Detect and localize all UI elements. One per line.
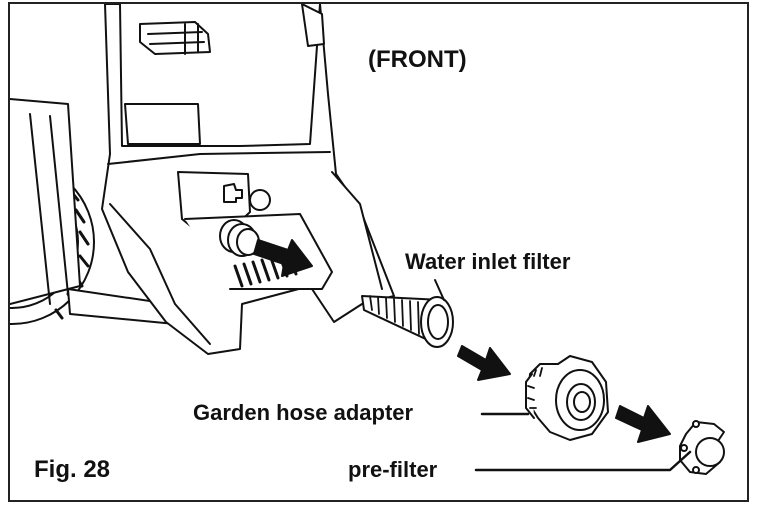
arrow-2	[457, 345, 511, 381]
garden-hose-adapter-label: Garden hose adapter	[193, 400, 414, 425]
leader-prefilter	[474, 450, 692, 472]
figure-caption: Fig. 28	[34, 456, 111, 483]
water-inlet-filter-label: Water inlet filter	[405, 249, 571, 274]
view-label: (FRONT)	[368, 46, 467, 73]
garden-hose-adapter	[525, 355, 609, 441]
pressure-washer-body	[101, 4, 395, 355]
illustration	[10, 4, 725, 475]
water-inlet-filter	[361, 279, 454, 348]
arrow-3	[615, 405, 671, 443]
pre-filter-part	[679, 420, 725, 475]
pre-filter-label: pre-filter	[348, 457, 438, 482]
base-frame	[10, 98, 176, 325]
figure-frame: (FRONT) Water inlet filter Garden hose a…	[8, 2, 749, 502]
arrow-1	[253, 239, 313, 277]
